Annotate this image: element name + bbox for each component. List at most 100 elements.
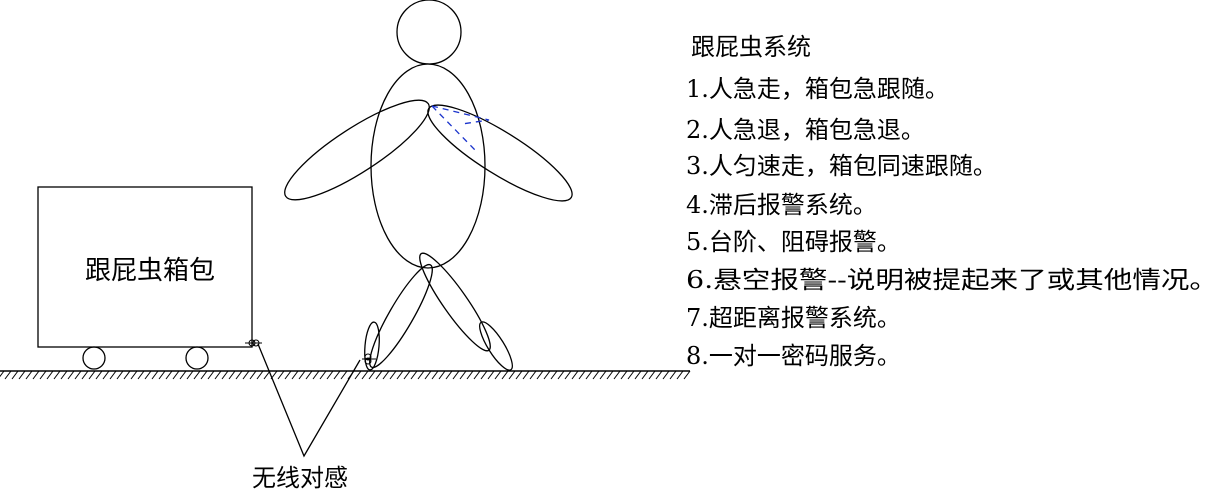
ground-hatch-mark [235,370,243,380]
ground-hatch-mark [186,370,194,380]
ground-hatch-mark [676,370,684,380]
person-right-arm [427,104,573,202]
ground-hatch-mark [109,370,117,380]
ground-hatch-mark [452,370,460,380]
feature-item: 8.一对一密码服务。 [686,342,901,370]
ground-hatch-mark [67,370,75,380]
feature-item: 5.台阶、阻碍报警。 [686,228,901,256]
ground-hatch-mark [396,370,404,380]
ground-hatch-mark [424,370,432,380]
ground-hatch-mark [291,370,299,380]
ground-hatch-mark [494,370,502,380]
ground-hatch-mark [32,370,40,380]
ground-hatch-mark [487,370,495,380]
ground-hatch-mark [641,370,649,380]
ground-hatch-mark [564,370,572,380]
ground-hatch-mark [277,370,285,380]
ground-hatch-mark [361,370,369,380]
ground-hatch-mark [585,370,593,380]
person-figure [284,0,573,371]
ground-hatch-mark [508,370,516,380]
ground-hatch-mark [648,370,656,380]
ground-hatch-mark [74,370,82,380]
person-left-shin [364,321,380,371]
ground-hatch-mark [130,370,138,380]
ground-hatch-mark [368,370,376,380]
ground-hatch-mark [298,370,306,380]
ground-hatch-mark [655,370,663,380]
ground-hatch-mark [4,370,12,380]
ground-hatch-mark [578,370,586,380]
feature-list-title: 跟屁虫系统 [691,33,811,61]
ground-hatch-mark [515,370,523,380]
ground-hatch-mark [18,370,26,380]
ground-hatch-mark [179,370,187,380]
ground-hatch-mark [242,370,250,380]
ground-hatch-mark [557,370,565,380]
person-right-thigh [419,252,491,352]
ground-hatch-mark [550,370,558,380]
ground-hatch-mark [46,370,54,380]
ground-hatch-mark [200,370,208,380]
ground-hatch-mark [340,370,348,380]
ground-hatch-mark [445,370,453,380]
ground-hatch-mark [459,370,467,380]
ground-hatch-mark [0,370,5,378]
wireless-link-lines [257,343,361,458]
ground-hatch-mark [123,370,131,380]
ground-hatch-mark [634,370,642,380]
ground-hatch-mark [249,370,257,380]
ground-hatch-mark [193,370,201,380]
ground-hatch-mark [207,370,215,380]
ground-hatch-mark [305,370,313,380]
wireless-link: 无线对感 [252,343,361,492]
ground-hatch-mark [25,370,33,380]
ground-hatch-mark [158,370,166,380]
ground [0,370,691,380]
ground-hatch-mark [599,370,607,380]
ground-hatch-mark [375,370,383,380]
ground-hatch-mark [529,370,537,380]
suitcase-sensor-icon [245,339,262,347]
feature-item: 4.滞后报警系统。 [686,191,877,219]
feature-item: 2.人急退，箱包急退。 [686,116,925,144]
ground-hatch-mark [116,370,124,380]
ground-hatch-mark [501,370,509,380]
ground-hatch-mark [620,370,628,380]
person-arm-hidden-dashed [431,105,490,125]
ground-hatch-mark [683,370,691,380]
ground-hatch-mark [592,370,600,380]
ground-hatch-mark [144,370,152,380]
ground-hatch-mark [256,370,264,380]
suitcase-wheel-left [82,346,106,370]
ground-hatch-mark [613,370,621,380]
ground-hatch-mark [606,370,614,380]
ground-hatch-mark [466,370,474,380]
suitcase-wheel-right [185,346,209,370]
person-left-arm [284,99,430,201]
feature-item: 3.人匀速走，箱包同速跟随。 [686,152,997,180]
ground-hatch-mark [354,370,362,380]
ground-hatch-mark [81,370,89,380]
ground-hatch-mark [221,370,229,380]
ground-hatch-mark [536,370,544,380]
ground-hatch-mark [410,370,418,380]
ground-hatch-mark [389,370,397,380]
ground-hatch-mark [172,370,180,380]
ground-hatch-mark [11,370,19,380]
ground-hatch-mark [228,370,236,380]
ground-hatch-mark [53,370,61,380]
ground-hatch-mark [627,370,635,380]
ground-hatch-mark [151,370,159,380]
suitcase: 跟屁虫箱包 [37,186,262,370]
ground-hatching [0,370,691,380]
ground-hatch-mark [165,370,173,380]
ground-hatch-mark [417,370,425,380]
ground-hatch-mark [312,370,320,380]
ground-hatch-mark [382,370,390,380]
foot-sensor-icon [362,353,376,365]
person-right-shin [479,321,513,371]
ground-hatch-mark [669,370,677,380]
ground-hatch-mark [431,370,439,380]
